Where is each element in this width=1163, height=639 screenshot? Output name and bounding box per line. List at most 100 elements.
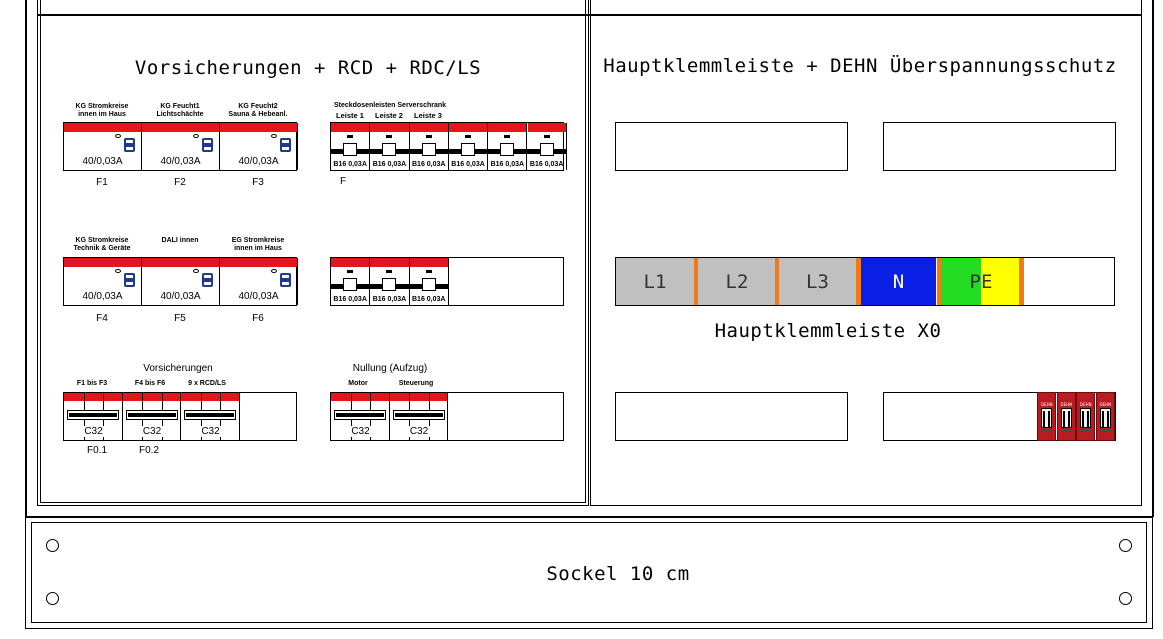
rcbo-rating: B16 0,03A — [412, 161, 446, 168]
red-band — [488, 123, 527, 132]
rcbo-rating: B16 0,03A — [490, 161, 525, 168]
toggle-lever-icon — [280, 273, 291, 287]
red-band — [370, 258, 409, 267]
outer-frame-left — [25, 0, 27, 517]
screw-hole-icon — [46, 592, 59, 605]
rcbo-rating: B16 0,03A — [451, 161, 485, 168]
left-panel-title: Vorsicherungen + RCD + RDC/LS — [134, 57, 482, 79]
module-contact — [1101, 411, 1104, 427]
indicator-icon — [504, 135, 511, 138]
handle-bar — [394, 413, 443, 417]
terminal-separator — [775, 258, 779, 305]
indicator-icon — [271, 269, 277, 273]
indicator-icon — [115, 134, 121, 138]
fuse-rating: C32 — [408, 426, 430, 437]
terminal-separator — [937, 258, 941, 305]
terminal-separator — [694, 258, 698, 305]
base-label: Sockel 10 cm — [546, 563, 690, 585]
module-contact — [1106, 411, 1109, 427]
rcbo-rating: B16 0,03A — [412, 296, 446, 303]
rcd-rating: 40/0,03A — [238, 156, 279, 167]
rcd-device: 40/0,03A — [64, 123, 142, 170]
rcbo-device: B16 0,03A — [409, 258, 449, 305]
rcd-rating: 40/0,03A — [238, 291, 279, 302]
rcbo-device: B16 0,03A — [331, 123, 371, 170]
surge-protector-module: DEHN — [1037, 392, 1056, 441]
fuse-device — [390, 393, 448, 440]
indicator-icon — [386, 135, 393, 138]
indicator-icon — [193, 134, 199, 138]
red-band — [331, 393, 448, 401]
module-contact — [1062, 411, 1065, 427]
indicator-icon — [115, 269, 121, 273]
fuse-sublabel: F4 bis F6 — [134, 380, 166, 387]
status-indicator — [1099, 429, 1111, 432]
indicator-icon — [386, 270, 393, 273]
device-id: F5 — [174, 313, 186, 324]
device-id: F0.1 — [86, 445, 108, 456]
right-panel-title: Hauptklemmleiste + DEHN Überspannungssch… — [603, 55, 1117, 77]
rcd-rating: 40/0,03A — [160, 156, 201, 167]
red-band — [142, 258, 219, 267]
device-id: F1 — [96, 177, 108, 188]
red-band — [409, 123, 448, 132]
handle-bar — [69, 413, 117, 417]
rcd-label: KG Feucht2 Sauna & Hebeanl. — [228, 103, 288, 118]
indicator-icon — [193, 269, 199, 273]
right-panel — [590, 0, 1142, 506]
status-indicator — [1041, 429, 1052, 432]
toggle-lever-icon — [202, 273, 213, 287]
terminal-pe: PE — [941, 258, 992, 305]
module-contact — [1087, 411, 1089, 427]
red-band — [370, 123, 409, 132]
base-plinth — [25, 516, 1153, 629]
rcd-rating: 40/0,03A — [160, 291, 201, 302]
terminal-label: L3 — [806, 270, 829, 293]
top-divider — [37, 14, 1142, 16]
dehn-logo: DEHN — [1080, 402, 1092, 407]
device-id: F4 — [96, 313, 108, 324]
terminal-separator — [856, 258, 861, 305]
red-band — [220, 258, 297, 267]
surge-protector-module: DEHN — [1076, 392, 1095, 441]
indicator-icon — [543, 135, 550, 138]
red-band — [448, 123, 488, 132]
rcbo-rating: B16 0,03A — [333, 296, 367, 303]
fuse-sublabel: F1 bis F3 — [76, 380, 108, 387]
toggle-lever-icon — [202, 138, 213, 152]
red-band — [64, 393, 240, 401]
busbar — [331, 149, 567, 154]
rcbo-sublabel: Leiste 3 — [414, 111, 442, 120]
outer-frame-right — [1152, 0, 1154, 517]
terminal-label: N — [892, 270, 905, 293]
rcd-rating: 40/0,03A — [82, 156, 123, 167]
surge-protector-module: DEHN — [1095, 392, 1115, 441]
module-window — [1041, 408, 1052, 428]
module-contact — [1043, 411, 1045, 427]
fuse-sublabel: 9 x RCD/LS — [188, 380, 226, 387]
dehn-logo: DEHN — [1041, 402, 1053, 407]
red-band — [142, 123, 219, 132]
terminal-separator — [1019, 258, 1024, 305]
device-id: F — [339, 176, 347, 187]
fuse-device — [64, 393, 123, 440]
handle-bar — [336, 413, 384, 417]
indicator-icon — [425, 135, 432, 138]
fuse-device — [181, 393, 240, 440]
pe-yellow — [981, 258, 1019, 305]
terminal-label: L2 — [725, 270, 749, 293]
module-window — [1060, 408, 1072, 428]
indicator-icon — [464, 135, 471, 138]
terminal-l3: L3 — [779, 258, 856, 305]
screw-hole-icon — [1119, 592, 1132, 605]
device-id: F3 — [252, 177, 264, 188]
fuse-rating: C32 — [141, 426, 163, 437]
device-id: F6 — [252, 313, 264, 324]
toggle-icon — [343, 143, 357, 156]
terminal-label: PE — [969, 270, 993, 293]
toggle-icon — [382, 143, 397, 156]
